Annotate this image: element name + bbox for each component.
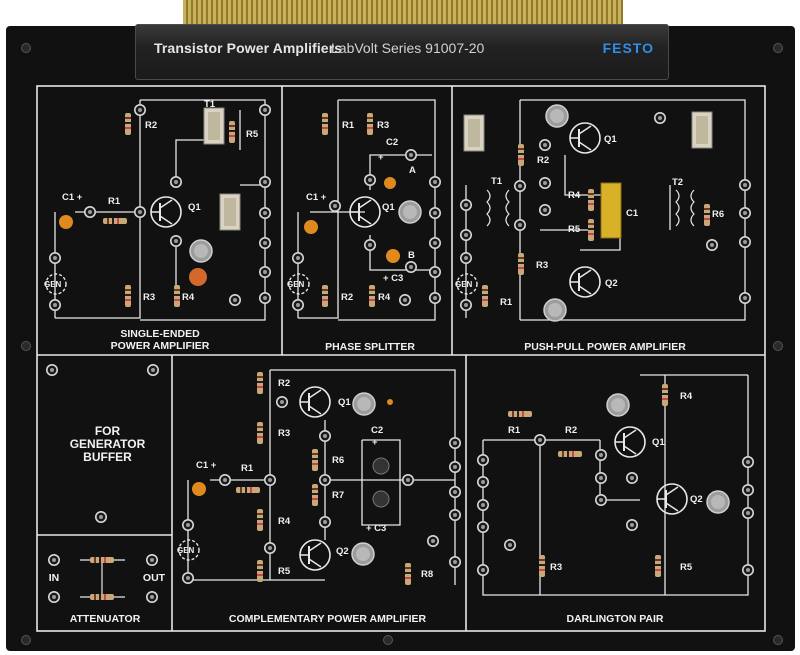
attenuator-in-label: IN bbox=[48, 572, 60, 584]
gen-label: GEN bbox=[287, 280, 305, 289]
gen-label: GEN bbox=[44, 280, 62, 289]
gen-label: GEN bbox=[455, 280, 473, 289]
circuit-board bbox=[6, 26, 795, 651]
gen-label: GEN bbox=[177, 546, 195, 555]
section-push-pull-title: PUSH-PULL POWER AMPLIFIER bbox=[524, 341, 686, 353]
section-buffer-title: FOR GENERATOR BUFFER bbox=[69, 424, 146, 464]
board-title: Transistor Power Amplifiers bbox=[154, 40, 343, 56]
section-single-ended-title: SINGLE-ENDED POWER AMPLIFIER bbox=[110, 328, 210, 352]
brand-logo: FESTO bbox=[602, 40, 654, 56]
board-series: LabVolt Series 91007-20 bbox=[331, 40, 485, 56]
section-attenuator-title: ATTENUATOR bbox=[69, 613, 141, 625]
section-darlington-title: DARLINGTON PAIR bbox=[566, 613, 664, 625]
attenuator-out-label: OUT bbox=[142, 572, 166, 584]
section-complementary-title: COMPLEMENTARY POWER AMPLIFIER bbox=[228, 613, 427, 625]
section-phase-splitter-title: PHASE SPLITTER bbox=[325, 341, 415, 353]
board-header: Transistor Power Amplifiers LabVolt Seri… bbox=[135, 24, 669, 80]
